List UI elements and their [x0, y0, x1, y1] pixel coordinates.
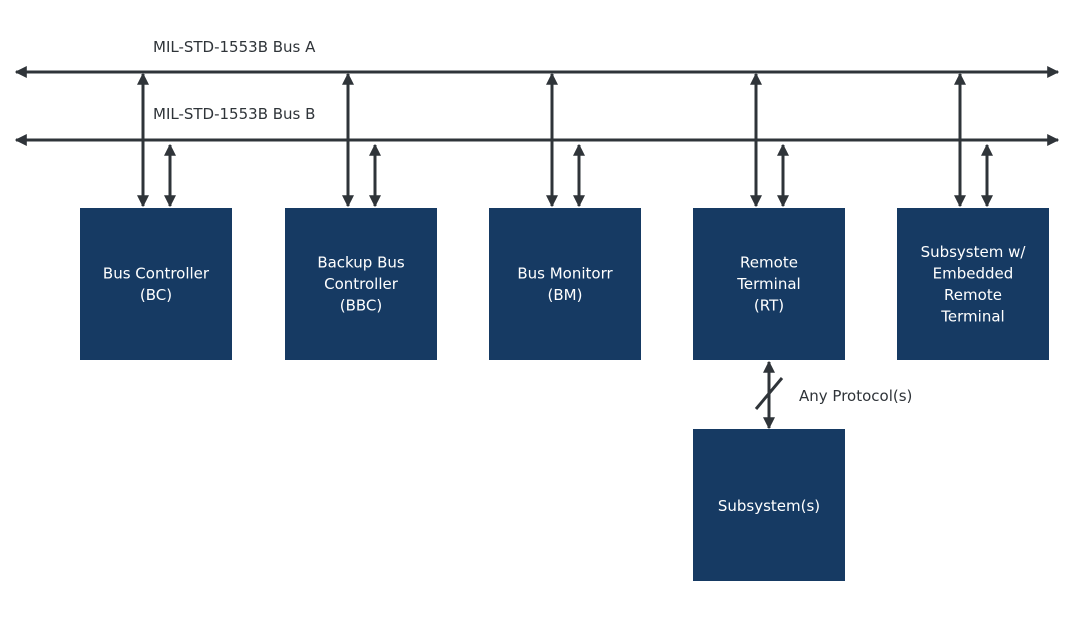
- bus-controller-box: [80, 208, 232, 360]
- subsystem-box: [693, 429, 845, 581]
- subsystem-embedded-rt-box: [897, 208, 1049, 360]
- subsystem-embedded-rt-label-line: Remote: [944, 286, 1002, 304]
- subsystem-embedded-rt-label-line: Embedded: [933, 264, 1014, 282]
- bus-controller-label-line: Bus Controller: [103, 264, 210, 282]
- backup-bus-controller-box: [285, 208, 437, 360]
- bus-monitor-label-line: (BM): [548, 286, 583, 304]
- bus-monitor-label-line: Bus Monitorr: [517, 264, 613, 282]
- remote-terminal-label-line: (RT): [754, 297, 784, 315]
- remote-terminal-label-line: Terminal: [736, 275, 800, 293]
- subsystem-embedded-rt-label-line: Subsystem w/: [921, 243, 1027, 261]
- subsystem-label: Subsystem(s): [718, 497, 820, 515]
- remote-terminal-box: [693, 208, 845, 360]
- bus-monitor-box: [489, 208, 641, 360]
- protocol-slash: [754, 377, 784, 410]
- backup-bus-controller-label-line: (BBC): [340, 297, 383, 315]
- backup-bus-controller-label-line: Controller: [324, 275, 399, 293]
- bus-b-label: MIL-STD-1553B Bus B: [153, 105, 315, 123]
- subsystem-embedded-rt-label-line: Terminal: [940, 307, 1004, 325]
- remote-terminal-label-line: Remote: [740, 254, 798, 272]
- bus-controller-label-line: (BC): [140, 286, 172, 304]
- bus-a-label: MIL-STD-1553B Bus A: [153, 38, 316, 56]
- backup-bus-controller-label-line: Backup Bus: [317, 254, 405, 272]
- protocol-label: Any Protocol(s): [799, 387, 912, 405]
